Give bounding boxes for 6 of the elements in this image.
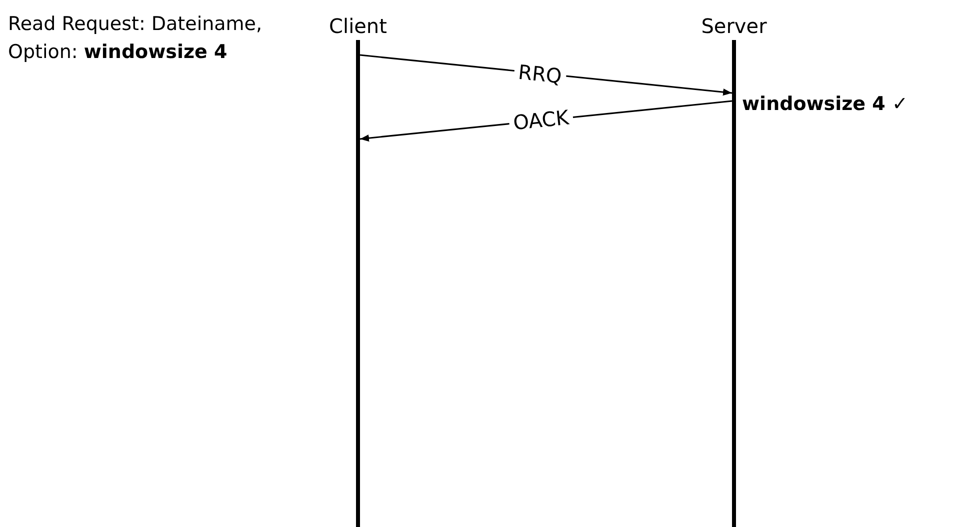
lifeline [356, 40, 360, 527]
participant-label: Server [701, 14, 767, 38]
annotation-text: Read Request: Dateiname, Option: windowsize 4 [8, 12, 264, 65]
participant-label: Client [329, 14, 387, 38]
lifeline [732, 40, 736, 527]
status-text: windowsize 4 ✓ [742, 92, 909, 117]
